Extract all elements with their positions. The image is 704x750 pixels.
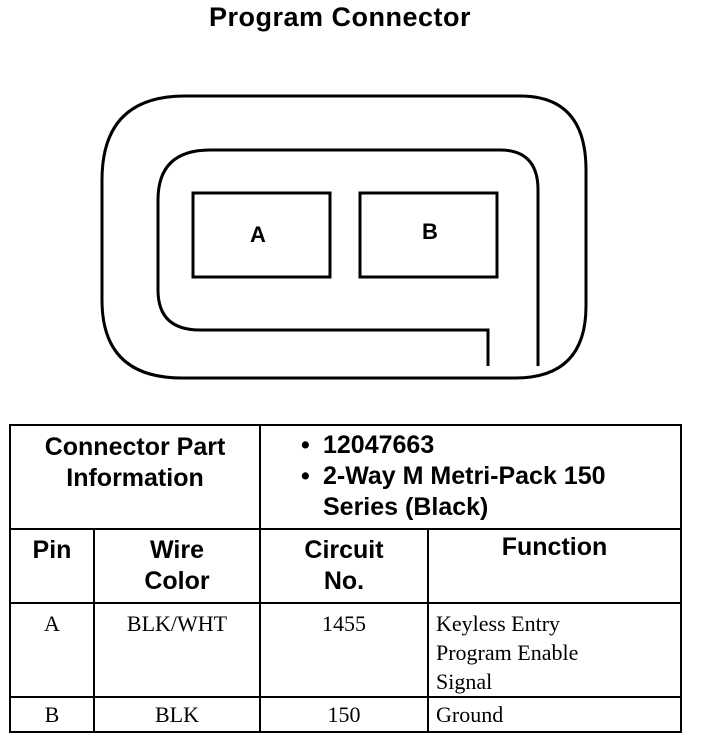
part-info-label-line1: Connector Part [44,433,226,461]
part-info-label: Connector Part Information [11,426,259,494]
pin-value: A [44,611,60,636]
connector-outer-shell [100,94,588,380]
cell-pin: B [9,696,95,733]
cavity-a-box [191,191,332,279]
cell-wire-color: BLK/WHT [93,602,261,698]
part-info-list: 12047663 2-Way M Metri-Pack 150 Series (… [261,426,680,523]
cell-function: Keyless Entry Program Enable Signal [427,602,682,698]
table-row: B BLK 150 Ground [9,696,682,733]
pin-value: B [44,702,60,727]
header-function: Function [427,528,682,604]
header-pin-label: Pin [32,536,72,564]
header-wire-color-label: Wire Color [95,530,259,597]
connector-type: 2-Way M Metri-Pack 150 Series (Black) [301,461,680,523]
wire-color-value: BLK [155,702,199,727]
part-info-row: Connector Part Information 12047663 2-Wa… [9,424,682,530]
wire-color-value: BLK/WHT [126,611,228,636]
header-wire-color-line2: Color [144,567,210,595]
connector-drawing: A B [100,94,588,380]
part-info-value-cell: 12047663 2-Way M Metri-Pack 150 Series (… [259,424,682,530]
header-wire-color-line1: Wire [150,536,204,564]
function-value: Keyless Entry Program Enable Signal [436,611,579,694]
table-row: A BLK/WHT 1455 Keyless Entry Program Ena… [9,602,682,698]
cavity-a-label: A [250,222,266,247]
header-circuit-line2: No. [323,567,365,595]
cavity-b-box [358,191,499,279]
circuit-value: 150 [327,702,361,727]
header-wire-color: Wire Color [93,528,261,604]
header-function-label: Function [501,533,608,561]
header-circuit: Circuit No. [259,528,429,604]
connector-inner-outline [156,148,540,366]
function-value: Ground [436,702,504,727]
part-info-label-line2: Information [66,464,204,492]
cell-circuit: 150 [259,696,429,733]
cavity-b-label: B [422,219,438,244]
cell-circuit: 1455 [259,602,429,698]
circuit-value: 1455 [322,611,366,636]
cell-wire-color: BLK [93,696,261,733]
diagram-title: Program Connector [208,2,472,32]
header-circuit-label: Circuit No. [261,530,427,597]
header-pin: Pin [9,528,95,604]
column-header-row: Pin Wire Color Circuit No. Function [9,528,682,604]
connector-info-table: Connector Part Information 12047663 2-Wa… [9,424,682,733]
part-number: 12047663 [301,430,680,461]
header-circuit-line1: Circuit [304,536,384,564]
cell-pin: A [9,602,95,698]
part-info-label-cell: Connector Part Information [9,424,261,530]
cell-function: Ground [427,696,682,733]
